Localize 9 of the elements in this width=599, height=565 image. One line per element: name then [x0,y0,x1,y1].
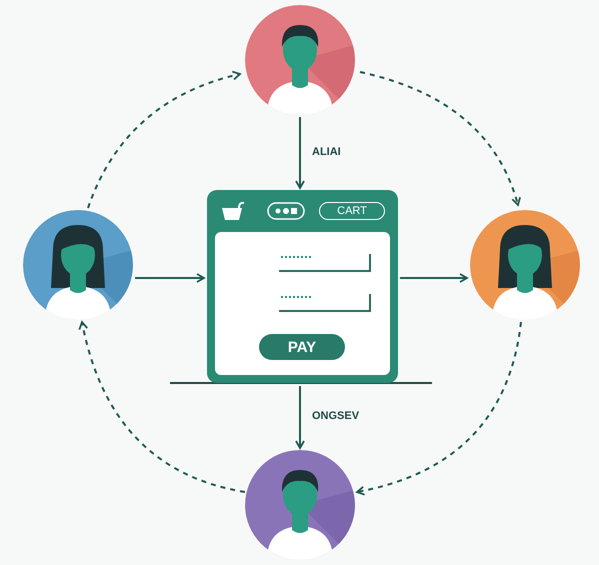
checkout-window [207,190,398,383]
edge-label: ALIAI [310,146,343,158]
avatar [23,210,133,320]
cart-tab: CART [319,202,385,220]
avatar [245,5,355,115]
edge-label: ONGSEV [310,410,362,422]
pay-button: PAY [259,334,345,360]
avatar [470,210,580,320]
avatar [245,450,355,560]
